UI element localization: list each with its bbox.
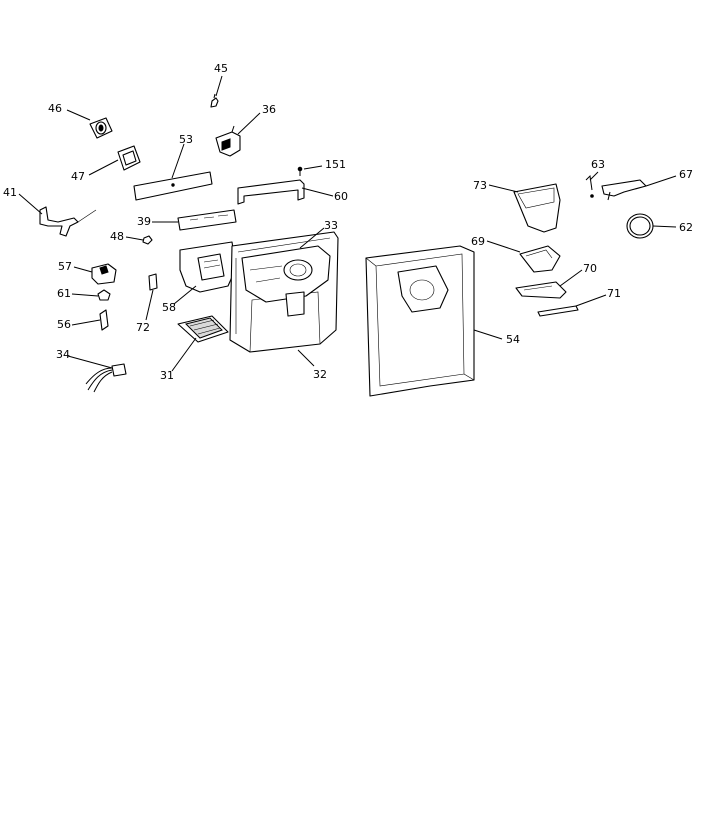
part-56-socket — [99, 309, 109, 331]
part-41-lever-bracket — [39, 206, 97, 237]
part-33-crusher — [241, 245, 331, 317]
part-36-switch — [215, 125, 241, 157]
part-58-motor-bracket — [179, 241, 237, 293]
callout-48: 48 — [110, 230, 124, 243]
callout-73: 73 — [473, 179, 487, 192]
part-67-lever-arm — [601, 179, 647, 201]
part-53-cover-plate — [133, 171, 213, 201]
callout-67: 67 — [679, 168, 693, 181]
part-48-nut — [142, 235, 153, 245]
callout-39: 39 — [137, 215, 151, 228]
leader-lines — [18, 75, 677, 372]
callout-56: 56 — [57, 318, 71, 331]
callout-57: 57 — [58, 260, 72, 273]
callout-54: 54 — [506, 333, 520, 346]
callout-69: 69 — [471, 235, 485, 248]
part-60-bracket — [237, 179, 305, 205]
callout-63: 63 — [591, 158, 605, 171]
part-31-drip-tray — [177, 315, 229, 343]
callout-151: 151 — [325, 158, 346, 171]
callout-58: 58 — [162, 301, 176, 314]
part-73-ice-chute — [513, 183, 561, 233]
callout-46: 46 — [48, 102, 62, 115]
part-45-clip — [210, 93, 219, 108]
part-62-ring — [626, 213, 654, 239]
callout-71: 71 — [607, 287, 621, 300]
callout-70: 70 — [583, 262, 597, 275]
callout-47: 47 — [71, 170, 85, 183]
callout-45: 45 — [214, 62, 228, 75]
part-46-knob — [89, 117, 113, 139]
part-63-pin — [585, 174, 594, 198]
callout-62: 62 — [679, 221, 693, 234]
callout-60: 60 — [334, 190, 348, 203]
part-57-housing — [91, 263, 117, 285]
part-71-rod — [537, 305, 579, 317]
callout-72: 72 — [136, 321, 150, 334]
part-54-front-panel — [365, 245, 475, 397]
callout-labels: 45 46 36 53 47 151 41 60 39 33 48 57 61 … — [3, 62, 693, 382]
part-39-circuit-board — [177, 209, 237, 231]
part-61-bulb — [97, 289, 111, 301]
part-151-screw — [297, 166, 303, 176]
callout-32: 32 — [313, 368, 327, 381]
callout-61: 61 — [57, 287, 71, 300]
part-72-clip — [148, 273, 158, 291]
callout-34: 34 — [56, 348, 70, 361]
part-34-wire-harness — [85, 363, 127, 393]
callout-41: 41 — [3, 186, 17, 199]
callout-33: 33 — [324, 219, 338, 232]
callout-53: 53 — [179, 133, 193, 146]
callout-31: 31 — [160, 369, 174, 382]
callout-36: 36 — [262, 103, 276, 116]
part-47-bezel — [117, 145, 141, 171]
part-69-funnel — [519, 245, 561, 273]
part-70-actuator — [515, 281, 567, 299]
